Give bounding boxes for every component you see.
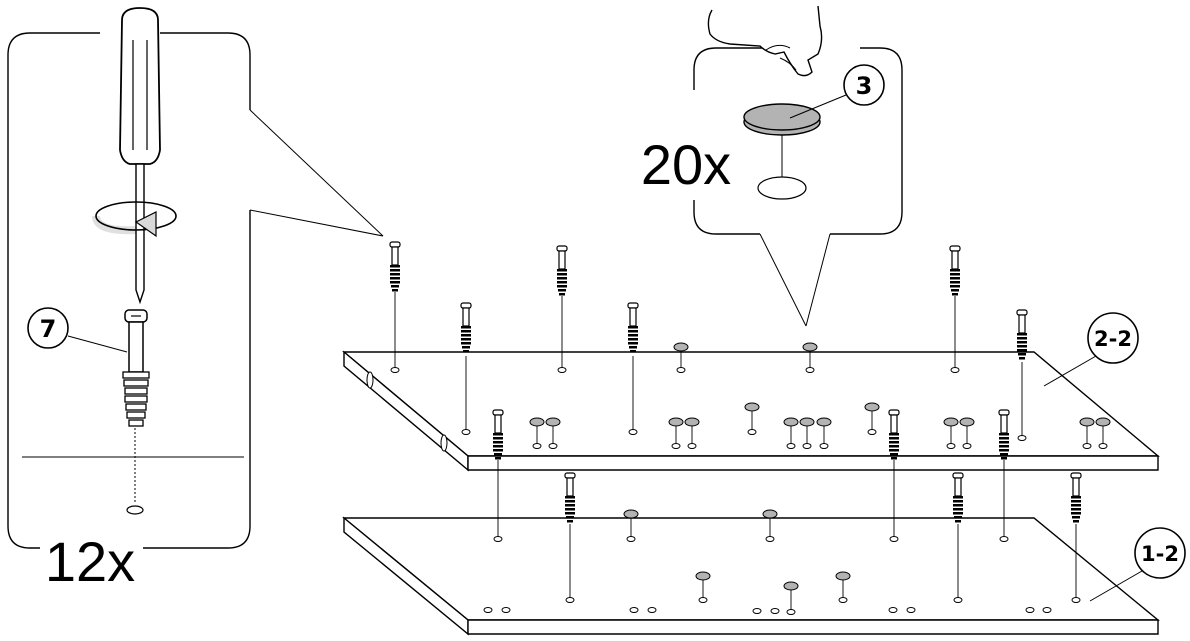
part-number-cap: 3: [856, 72, 873, 100]
rotation-arrow-icon: [92, 201, 177, 238]
cap-detail-callout: [693, 47, 903, 327]
panel-label-1-2-badge: 1-2: [1089, 527, 1186, 602]
panel-label-top: 2-2: [1094, 327, 1132, 351]
part-number-7-badge: 7: [27, 307, 128, 353]
screw-detail-callout: [7, 32, 384, 549]
cam-pins-top: [389, 241, 1028, 361]
panel-label-2-2-badge: 2-2: [1043, 312, 1139, 387]
cam-screw-icon: [122, 309, 150, 427]
screw-quantity-label: 12x: [45, 530, 135, 593]
part-number-screw: 7: [40, 315, 57, 343]
fitting-leaders: [394, 292, 1104, 610]
part-number-3-badge: 3: [789, 64, 885, 119]
cover-cap-icon: [743, 103, 821, 200]
screwdriver-icon: [119, 7, 161, 305]
hand-icon: [707, 5, 823, 77]
panel-label-bottom: 1-2: [1141, 542, 1179, 566]
cap-quantity-label: 20x: [641, 133, 731, 196]
panel-bottom: [342, 516, 1160, 636]
